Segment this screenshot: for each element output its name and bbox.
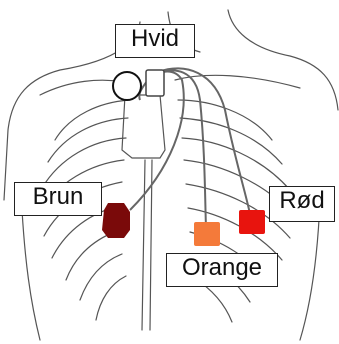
orange-electrode-icon (194, 222, 220, 246)
red-electrode-label: Rød (269, 186, 335, 222)
connector-block (146, 70, 164, 96)
orange-electrode-label: Orange (166, 253, 278, 287)
torso-outline (4, 10, 338, 340)
brown-electrode-label: Brun (14, 182, 102, 216)
white-electrode-icon (113, 72, 141, 100)
white-electrode-label: Hvid (115, 24, 195, 58)
red-electrode-icon (239, 210, 265, 234)
brown-electrode-icon (102, 203, 130, 238)
